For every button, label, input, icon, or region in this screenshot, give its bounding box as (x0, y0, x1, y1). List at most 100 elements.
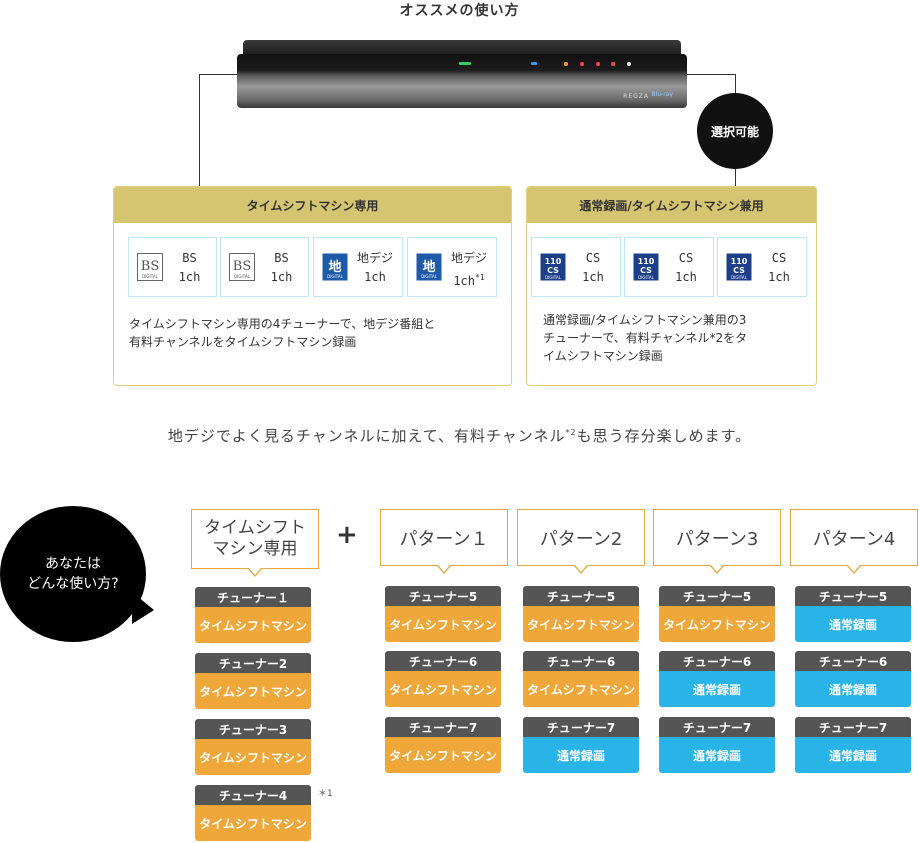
channel-card: 地 DIGITAL 地デジ 1ch*1 (407, 237, 497, 297)
tuner-label: チューナー6 (659, 651, 775, 671)
footnote-mark: ＊1 (318, 789, 333, 799)
tuner-label: チューナー5 (523, 586, 639, 606)
channel-count: 1ch (270, 270, 293, 284)
normal-recording-mode: 通常録画 (795, 606, 911, 642)
time-shift-mode: タイムシフトマシン (195, 607, 311, 643)
timeshift-only-heading: タイムシフトマシン専用 (114, 187, 511, 223)
time-shift-mode: タイムシフトマシン (195, 739, 311, 775)
channel-count: 1ch (453, 274, 476, 288)
combined-use-box: 通常録画/タイムシフトマシン兼用 110 CS DIGITAL CS 1ch 1… (526, 186, 817, 386)
channel-card: 110 CS DIGITAL CS 1ch (717, 237, 807, 297)
svg-text:DIGITAL: DIGITAL (731, 275, 747, 280)
channel-count: 1ch (364, 270, 386, 284)
110cs-digital-logo-icon: 110 CS DIGITAL (540, 253, 566, 281)
svg-text:DIGITAL: DIGITAL (421, 274, 437, 279)
channel-card: 地 DIGITAL 地デジ 1ch (313, 237, 403, 297)
svg-text:110: 110 (545, 257, 562, 266)
bubble-line: あなたは (45, 556, 101, 572)
channel-name: CS (771, 251, 787, 265)
svg-text:BS: BS (233, 259, 251, 274)
time-shift-mode: タイムシフトマシン (659, 606, 775, 642)
svg-text:DIGITAL: DIGITAL (234, 274, 250, 279)
normal-recording-mode: 通常録画 (659, 671, 775, 707)
110cs-digital-logo-icon: 110 CS DIGITAL (726, 253, 752, 281)
channel-name: CS (678, 251, 694, 265)
tuner-label: チューナー6 (385, 651, 501, 671)
connector-line (199, 74, 200, 186)
normal-recording-mode: 通常録画 (795, 671, 911, 707)
timeshift-only-column-header: タイムシフト マシン専用 (191, 509, 319, 569)
svg-text:110: 110 (638, 257, 655, 266)
tuner-label: チューナー7 (385, 717, 501, 737)
tuner-label: チューナー7 (659, 717, 775, 737)
channel-card: BS DIGITAL BS 1ch (128, 237, 217, 297)
time-shift-mode: タイムシフトマシン (523, 671, 639, 707)
channel-name: 地デジ (450, 251, 487, 265)
summary-text: 地デジでよく見るチャンネルに加えて、有料チャンネル*2も思う存分楽しめます。 (167, 427, 752, 445)
channel-count: 1ch (178, 270, 201, 284)
svg-text:CS: CS (733, 266, 745, 275)
110cs-digital-logo-icon: 110 CS DIGITAL (633, 253, 659, 281)
svg-text:110: 110 (731, 257, 748, 266)
channel-card: BS DIGITAL BS 1ch (220, 237, 309, 297)
selectable-badge: 選択可能 (697, 93, 773, 169)
tuner-label: チューナー7 (523, 717, 639, 737)
channel-card: 110 CS DIGITAL CS 1ch (624, 237, 714, 297)
normal-recording-mode: 通常録画 (795, 737, 911, 773)
tuner-label: チューナー5 (795, 586, 911, 606)
pattern-1-header: パターン１ (380, 509, 508, 566)
footnote-mark: *1 (475, 273, 485, 282)
tuner-label: チューナー2 (195, 653, 311, 673)
footnote-mark: *2 (565, 428, 577, 437)
tuner-label: チューナー5 (659, 586, 775, 606)
bs-digital-logo-icon: BS DIGITAL (137, 253, 163, 281)
svg-text:地: 地 (328, 259, 341, 275)
time-shift-mode: タイムシフトマシン (385, 606, 501, 642)
connector-line (687, 74, 736, 75)
svg-text:DIGITAL: DIGITAL (327, 274, 343, 279)
channel-card: 110 CS DIGITAL CS 1ch (531, 237, 621, 297)
pattern-4-header: パターン4 (790, 509, 918, 566)
tuner-label: チューナー6 (523, 651, 639, 671)
svg-text:地: 地 (422, 259, 435, 275)
recorder-device-image: REGZA Blu-ray (237, 40, 687, 108)
channel-count: 1ch (582, 270, 604, 284)
pattern-2-header: パターン2 (517, 509, 645, 566)
time-shift-mode: タイムシフトマシン (385, 737, 501, 773)
tuner-label: チューナー7 (795, 717, 911, 737)
connector-line (199, 74, 237, 75)
time-shift-mode: タイムシフトマシン (385, 671, 501, 707)
svg-text:CS: CS (640, 266, 652, 275)
terrestrial-digital-logo-icon: 地 DIGITAL (322, 253, 348, 281)
channel-name: BS (274, 251, 289, 265)
combined-use-heading: 通常録画/タイムシフトマシン兼用 (527, 187, 816, 223)
time-shift-mode: タイムシフトマシン (195, 673, 311, 709)
channel-name: 地デジ (356, 251, 393, 265)
time-shift-mode: タイムシフトマシン (523, 606, 639, 642)
bs-digital-logo-icon: BS DIGITAL (229, 253, 255, 281)
svg-text:BS: BS (141, 259, 159, 274)
timeshift-only-box: タイムシフトマシン専用 BS DIGITAL BS 1ch BS DIGITAL… (113, 186, 512, 386)
tuner-label: チューナー3 (195, 719, 311, 739)
tuner-label: チューナー6 (795, 651, 911, 671)
device-brand-logo: REGZA (623, 93, 649, 100)
timeshift-only-description: タイムシフトマシン専用の4チューナーで、地デジ番組と 有料チャンネルをタイムシフ… (129, 317, 436, 349)
normal-recording-mode: 通常録画 (523, 737, 639, 773)
svg-text:DIGITAL: DIGITAL (545, 275, 561, 280)
tuner-label: チューナー１ (195, 587, 311, 607)
combined-use-description: 通常録画/タイムシフトマシン兼用の3 チューナーで、有料チャンネル*2をタ イム… (543, 313, 748, 363)
pattern-3-header: パターン3 (653, 509, 781, 566)
